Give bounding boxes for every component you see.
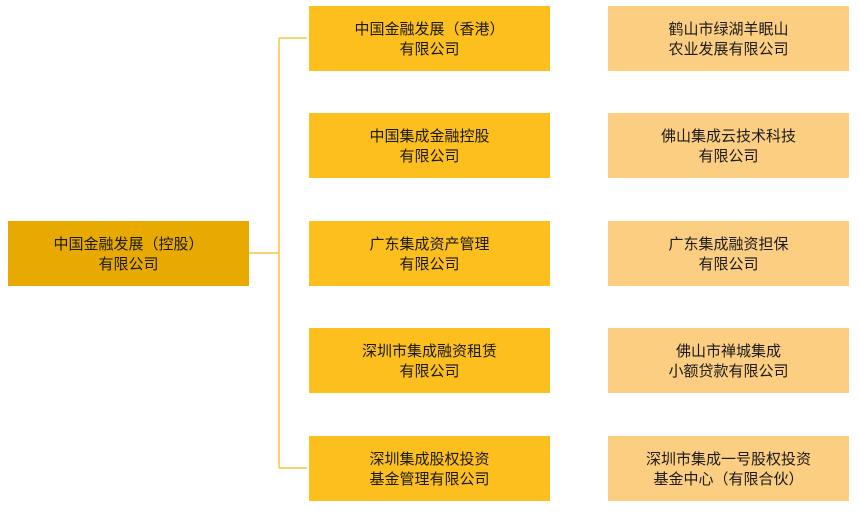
subsidiary-box-3: 广东集成资产管理 有限公司 [309, 221, 550, 286]
root-company-box: 中国金融发展（控股） 有限公司 [8, 221, 249, 286]
affiliate-box-1: 鹤山市绿湖羊眠山 农业发展有限公司 [608, 6, 849, 71]
subsidiary-box-5: 深圳集成股权投资 基金管理有限公司 [309, 436, 550, 501]
affiliate-box-3: 广东集成融资担保 有限公司 [608, 221, 849, 286]
subsidiary-line2: 有限公司 [399, 254, 460, 273]
subsidiary-line1: 中国集成金融控股 [369, 126, 490, 145]
subsidiary-line1: 广东集成资产管理 [369, 234, 490, 253]
affiliate-box-4: 佛山市禅城集成 小额贷款有限公司 [608, 328, 849, 393]
affiliate-line1: 佛山市禅城集成 [675, 341, 781, 360]
affiliate-line1: 广东集成融资担保 [668, 234, 789, 253]
affiliate-box-5: 深圳市集成一号股权投资 基金中心（有限合伙） [608, 436, 849, 501]
subsidiary-line1: 深圳市集成融资租赁 [361, 341, 497, 360]
subsidiary-box-1: 中国金融发展（香港） 有限公司 [309, 6, 550, 71]
affiliate-line1: 鹤山市绿湖羊眠山 [668, 19, 789, 38]
subsidiary-box-4: 深圳市集成融资租赁 有限公司 [309, 328, 550, 393]
affiliate-line2: 有限公司 [698, 146, 759, 165]
affiliate-line1: 深圳市集成一号股权投资 [645, 449, 811, 468]
subsidiary-box-2: 中国集成金融控股 有限公司 [309, 113, 550, 178]
affiliate-line1: 佛山集成云技术科技 [660, 126, 796, 145]
subsidiary-line1: 深圳集成股权投资 [369, 449, 490, 468]
subsidiary-line2: 有限公司 [399, 361, 460, 380]
subsidiary-line1: 中国金融发展（香港） [354, 19, 505, 38]
subsidiary-line2: 基金管理有限公司 [369, 469, 490, 488]
affiliate-line2: 基金中心（有限合伙） [653, 469, 804, 488]
subsidiary-line2: 有限公司 [399, 39, 460, 58]
subsidiary-line2: 有限公司 [399, 146, 460, 165]
root-company-line2: 有限公司 [98, 254, 159, 273]
affiliate-line2: 小额贷款有限公司 [668, 361, 789, 380]
affiliate-line2: 有限公司 [698, 254, 759, 273]
affiliate-line2: 农业发展有限公司 [668, 39, 789, 58]
affiliate-box-2: 佛山集成云技术科技 有限公司 [608, 113, 849, 178]
root-company-line1: 中国金融发展（控股） [53, 234, 204, 253]
